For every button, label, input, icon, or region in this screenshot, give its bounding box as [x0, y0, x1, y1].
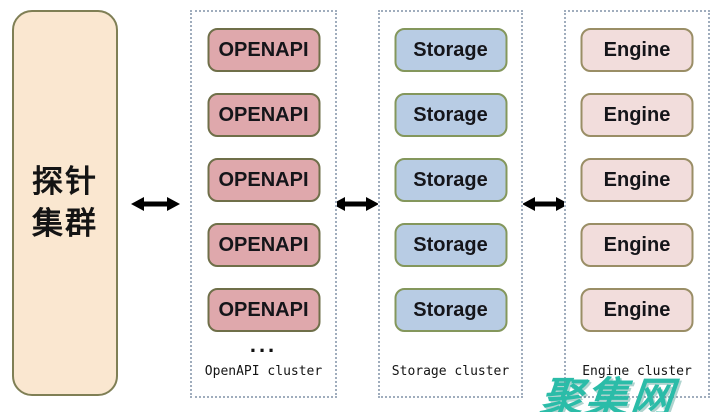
probe-cluster-node: 探针 集群 — [12, 10, 118, 396]
double-arrow-icon — [131, 195, 180, 213]
watermark: 聚集网 — [538, 374, 679, 412]
engine-node: Engine — [580, 93, 694, 137]
openapi-node: OPENAPI — [207, 28, 320, 72]
engine-cluster-caption: Engine cluster — [582, 364, 692, 379]
probe-cluster-label-line1: 探针 — [32, 164, 98, 200]
openapi-node: OPENAPI — [207, 158, 320, 202]
probe-cluster-label-line2: 集群 — [32, 206, 98, 241]
engine-node: Engine — [580, 288, 694, 332]
double-arrow-icon — [522, 195, 569, 213]
openapi-cluster-panel: OPENAPI OPENAPI OPENAPI OPENAPI OPENAPI … — [190, 10, 337, 398]
storage-node: Storage — [394, 223, 507, 267]
engine-cluster-panel: Engine Engine Engine Engine Engine Engin… — [564, 10, 710, 398]
engine-node: Engine — [580, 158, 694, 202]
storage-cluster-caption: Storage cluster — [391, 364, 510, 379]
engine-node: Engine — [580, 28, 694, 72]
storage-node: Storage — [394, 288, 507, 332]
more-nodes-ellipsis: ... — [249, 332, 278, 357]
storage-cluster-panel: Storage Storage Storage Storage Storage … — [378, 10, 523, 398]
storage-node: Storage — [394, 93, 507, 137]
openapi-node: OPENAPI — [207, 288, 320, 332]
openapi-node: OPENAPI — [207, 93, 320, 137]
openapi-node: OPENAPI — [207, 223, 320, 267]
engine-node: Engine — [580, 223, 694, 267]
double-arrow-icon — [332, 195, 379, 213]
storage-node: Storage — [394, 28, 507, 72]
storage-node: Storage — [394, 158, 507, 202]
openapi-cluster-caption: OpenAPI cluster — [204, 364, 323, 379]
